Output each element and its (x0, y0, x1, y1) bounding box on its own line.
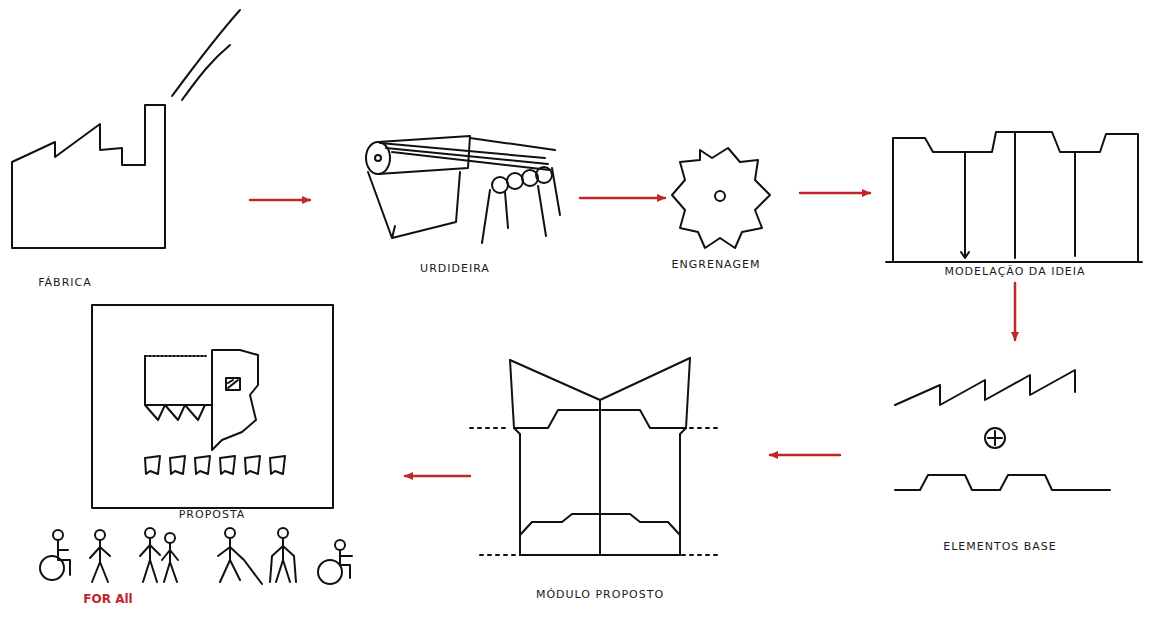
machine-legs (482, 168, 560, 243)
module-icon (145, 456, 160, 474)
plus-sign (988, 431, 1002, 445)
module-icon (245, 456, 260, 474)
sketch-node: MODELAÇÃO DA IDEIA (870, 115, 1145, 283)
gear-hole (715, 191, 725, 201)
person-head (95, 530, 105, 540)
factory-outline (12, 105, 165, 248)
module-icon (195, 456, 210, 474)
proposal-sketch (92, 305, 333, 508)
sketch-node: PROPOSTA (90, 300, 405, 525)
module-icon (220, 456, 235, 474)
flow-arrow (800, 192, 870, 195)
idea-base (886, 261, 1142, 263)
module-middle (599, 400, 601, 555)
dashed-guide (470, 428, 722, 555)
idea-divisions (961, 132, 1075, 258)
flow-arrow (1014, 283, 1017, 340)
drum (366, 142, 390, 174)
smoke-line (172, 10, 240, 96)
gear-sketch (672, 148, 770, 248)
base-elements-sketch (895, 370, 1110, 490)
sketch-node: FÁBRICA (5, 5, 250, 295)
proposal-frame (92, 305, 333, 508)
warping-machine-sketch (366, 136, 560, 243)
thread-lines (380, 138, 555, 170)
sawtooth-element (895, 370, 1075, 405)
idea-outline (893, 132, 1138, 262)
plan-sawtooth (145, 405, 205, 420)
module-sketch (470, 358, 722, 555)
creel-wheel (536, 167, 552, 183)
person-head (278, 528, 288, 538)
people-sketch (40, 528, 352, 584)
sketch-node: URDIDEIRA (310, 120, 580, 285)
wheelchair-user (58, 540, 70, 575)
module-lower-profile (520, 514, 680, 555)
note-label: FOR All (83, 592, 132, 606)
machine-frame (368, 172, 460, 238)
plan-hatch (228, 380, 238, 388)
creel-wheel (492, 177, 508, 193)
node-label: URDIDEIRA (420, 262, 490, 275)
flow-arrow (770, 454, 840, 457)
node-label: PROPOSTA (179, 508, 246, 521)
wheelchair-wheel (318, 560, 342, 584)
wheelchair-user (340, 550, 352, 578)
flow-arrow (250, 199, 310, 202)
flow-arrow (405, 475, 470, 478)
node-label: ENGRENAGEM (672, 258, 761, 271)
module-top (510, 358, 690, 400)
plan-square (226, 378, 240, 390)
person-head (53, 530, 63, 540)
module-icon (170, 456, 185, 474)
person-head (335, 540, 345, 550)
module-sides (510, 358, 690, 555)
node-label: MÓDULO PROPOSTO (536, 588, 664, 601)
notch-element (895, 475, 1110, 490)
node-label: MODELAÇÃO DA IDEIA (944, 265, 1085, 278)
person-body (218, 538, 262, 584)
factory-sketch (12, 10, 240, 248)
plus-circle (985, 428, 1005, 448)
creel-wheel (507, 173, 523, 189)
idea-model-sketch (886, 132, 1142, 262)
module-icon (270, 456, 285, 474)
person-body (140, 538, 160, 582)
person-head (225, 528, 235, 538)
person-body (162, 543, 178, 582)
node-label: FÁBRICA (38, 276, 91, 289)
module-base (520, 554, 680, 556)
person-body (270, 538, 296, 582)
module-upper-profile (514, 410, 686, 428)
drum-axle (375, 155, 381, 161)
person-head (145, 528, 155, 538)
flow-arrow (580, 197, 665, 200)
sketch-node: ENGRENAGEM (665, 140, 800, 280)
gear-outline (672, 148, 770, 248)
smoke-line (182, 45, 230, 100)
plan-roof (145, 355, 206, 357)
node-label: ELEMENTOS BASE (943, 540, 1057, 553)
sketch-node: ELEMENTOS BASE (840, 340, 1130, 560)
person-head (165, 533, 175, 543)
plan-outline (145, 350, 258, 450)
sketch-node: MÓDULO PROPOSTO (470, 345, 770, 605)
person-body (90, 540, 110, 582)
